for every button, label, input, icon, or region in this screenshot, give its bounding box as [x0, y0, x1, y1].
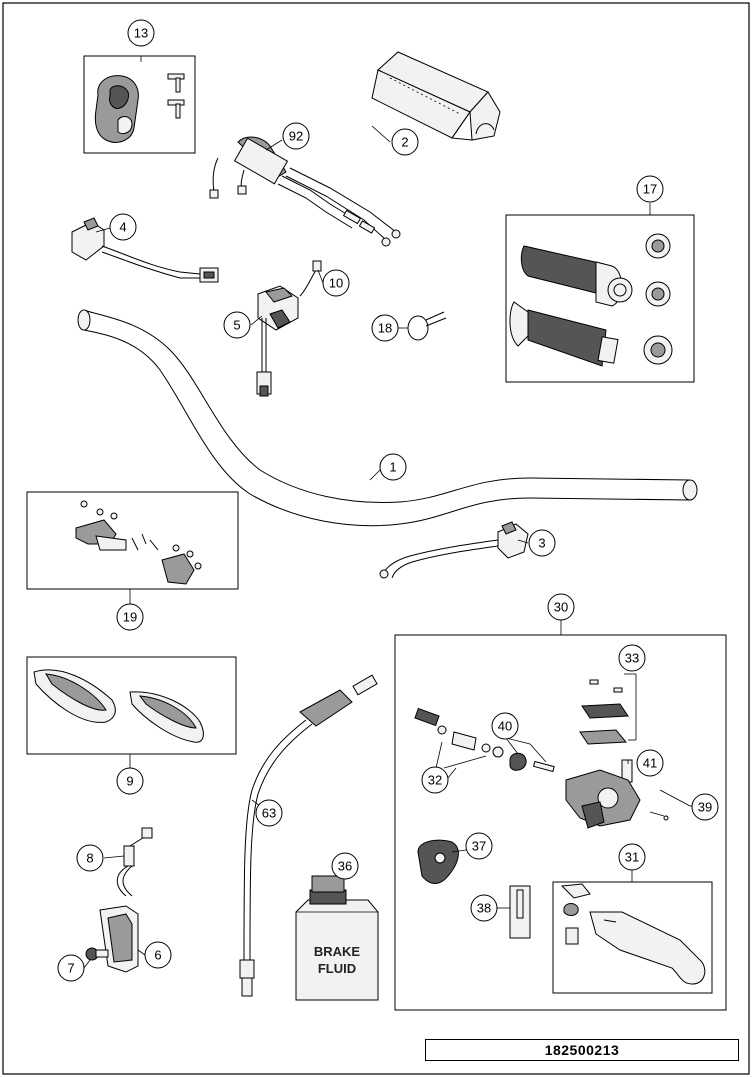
callout-36-label: 36 [338, 859, 352, 874]
callout-32: 32 [421, 766, 449, 794]
part-92-throttle-cable-set [209, 136, 401, 247]
part-10-wire-terminal [299, 260, 322, 297]
callout-19-label: 19 [123, 610, 137, 625]
callout-92-label: 92 [289, 129, 303, 144]
callout-1-label: 1 [389, 460, 396, 475]
part-18-cable-tie [407, 311, 447, 341]
callout-9: 9 [116, 767, 144, 795]
brake-fluid-label-line2: FLUID [318, 961, 356, 976]
callout-39-label: 39 [698, 800, 712, 815]
callout-3: 3 [528, 529, 556, 557]
callout-17: 17 [636, 175, 664, 203]
callout-37-label: 37 [472, 839, 486, 854]
callout-38-label: 38 [477, 901, 491, 916]
part-1-handlebar [77, 309, 698, 527]
part-5-switch-unit [256, 285, 299, 397]
callout-3-label: 3 [538, 536, 545, 551]
callout-33-label: 33 [625, 651, 639, 666]
callout-36: 36 [331, 852, 359, 880]
callout-92: 92 [282, 122, 310, 150]
callout-7: 7 [57, 954, 85, 982]
callout-6: 6 [144, 941, 172, 969]
callout-41: 41 [636, 749, 664, 777]
callout-2: 2 [391, 128, 419, 156]
callout-19: 19 [116, 603, 144, 631]
callout-38: 38 [470, 894, 498, 922]
part-63-brake-line [239, 674, 378, 997]
part-36-brake-fluid: BRAKE FLUID [295, 875, 379, 1001]
callout-8-label: 8 [86, 851, 93, 866]
callout-63-label: 63 [262, 806, 276, 821]
callout-41-label: 41 [643, 756, 657, 771]
part-30-brake-master-cylinder [394, 620, 727, 1011]
callout-13: 13 [127, 19, 155, 47]
part-19-mounting-kit [26, 491, 239, 604]
callout-5-label: 5 [233, 318, 240, 333]
callout-37: 37 [465, 832, 493, 860]
callout-4-label: 4 [119, 220, 126, 235]
callout-18-label: 18 [378, 321, 392, 336]
brake-fluid-label-line1: BRAKE [314, 944, 361, 959]
callout-4: 4 [109, 213, 137, 241]
callout-6-label: 6 [154, 948, 161, 963]
part-9-hand-guards [26, 656, 237, 768]
callout-39: 39 [691, 793, 719, 821]
callout-2-label: 2 [401, 135, 408, 150]
callout-33: 33 [618, 644, 646, 672]
part-13-throttle-housing [83, 55, 196, 154]
drawing-number: 182500213 [544, 1042, 620, 1058]
callout-5: 5 [223, 311, 251, 339]
part-3-switch [379, 521, 529, 579]
callout-10: 10 [322, 269, 350, 297]
part-4-switch [71, 217, 219, 283]
callout-31: 31 [618, 843, 646, 871]
part-6-bracket [99, 905, 139, 973]
callout-8: 8 [76, 844, 104, 872]
part-7-screw [85, 947, 109, 961]
callout-40-label: 40 [498, 719, 512, 734]
callout-18: 18 [371, 314, 399, 342]
part-17-grip-set [505, 203, 695, 383]
callouts: 13 2 92 17 4 10 5 18 1 3 19 30 33 40 9 4… [57, 19, 719, 982]
part-8-sensor [116, 827, 153, 897]
callout-63: 63 [255, 799, 283, 827]
callout-30-label: 30 [554, 600, 568, 615]
drawing-number-box: 182500213 [425, 1039, 739, 1061]
callout-7-label: 7 [67, 961, 74, 976]
callout-9-label: 9 [126, 774, 133, 789]
callout-31-label: 31 [625, 850, 639, 865]
callout-13-label: 13 [134, 26, 148, 41]
part-2-handlebar-pad [371, 51, 501, 141]
callout-32-label: 32 [428, 773, 442, 788]
callout-10-label: 10 [329, 276, 343, 291]
callout-40: 40 [491, 712, 519, 740]
callout-1: 1 [379, 453, 407, 481]
callout-30: 30 [547, 593, 575, 621]
callout-17-label: 17 [643, 182, 657, 197]
